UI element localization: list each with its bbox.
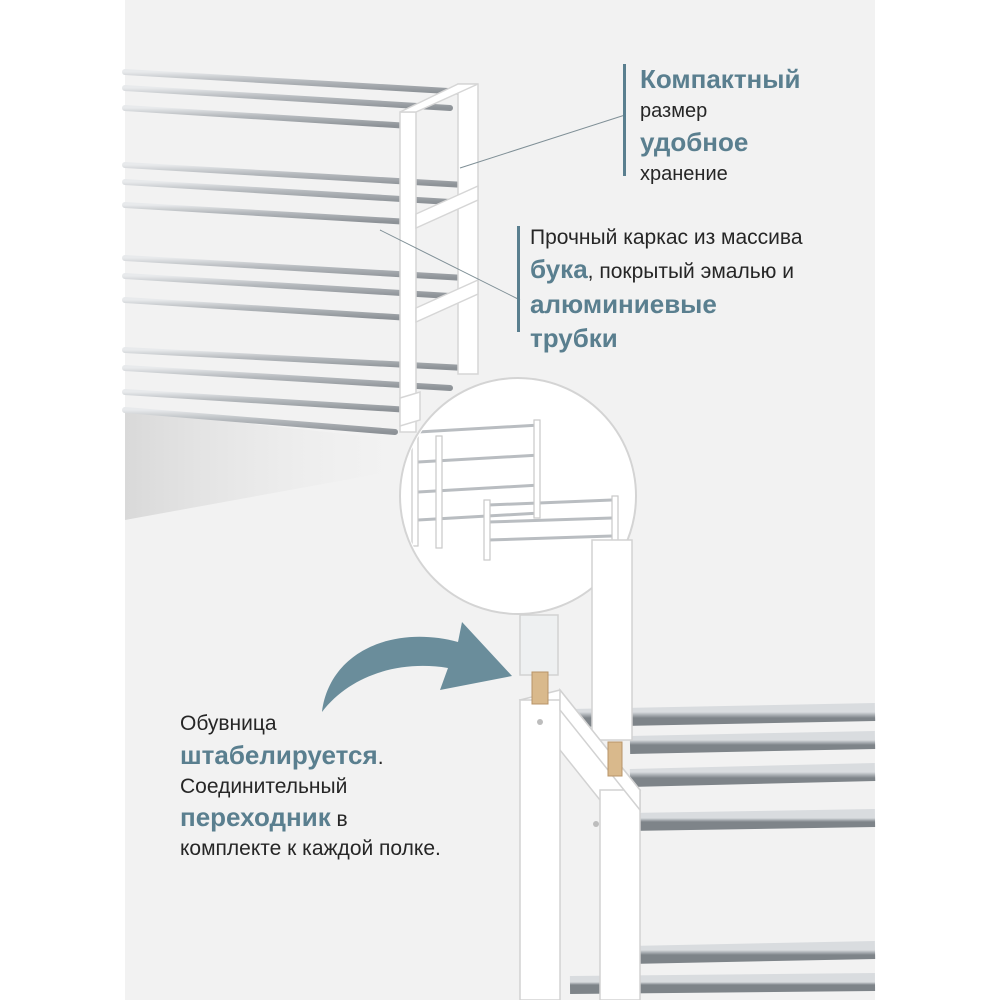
stacked-racks-inset bbox=[399, 377, 637, 615]
material-line-2-rest: , покрытый эмалью и bbox=[587, 259, 794, 283]
storage-subtext: хранение bbox=[640, 163, 728, 186]
material-accent-beech: бука bbox=[530, 253, 588, 284]
material-accent-aluminium: алюминиевые bbox=[530, 288, 717, 319]
feature-stackable: Обувница штабелируется. Соединительный п… bbox=[180, 710, 510, 863]
feature-material: Прочный каркас из массива бука, покрытый… bbox=[530, 224, 860, 356]
stackable-line-3: Соединительный bbox=[180, 774, 348, 798]
material-accent-tubes: трубки bbox=[530, 323, 618, 354]
stackable-accent: штабелируется bbox=[180, 739, 378, 770]
shoe-rack-photo bbox=[122, 69, 626, 520]
connector-photo bbox=[518, 539, 876, 1000]
stackable-line-4-rest: в bbox=[330, 808, 348, 832]
feature-compact: Компактный размер удобное хранение bbox=[640, 62, 800, 189]
storage-heading: удобное bbox=[640, 127, 749, 158]
curved-arrow-icon bbox=[322, 622, 512, 712]
accent-bar-1 bbox=[623, 64, 626, 176]
connector-accent: переходник bbox=[180, 802, 331, 833]
stackable-line-5: комплекте к каждой полке. bbox=[180, 837, 441, 860]
stackable-line-2: штабелируется. bbox=[180, 738, 510, 773]
material-line-2: бука, покрытый эмалью и bbox=[530, 252, 860, 287]
compact-heading: Компактный bbox=[640, 64, 801, 94]
compact-subtext: размер bbox=[640, 99, 708, 122]
stackable-line-2-rest: . bbox=[377, 745, 384, 769]
accent-bar-2 bbox=[517, 226, 520, 332]
material-line-1: Прочный каркас из массива bbox=[530, 226, 803, 249]
stackable-line-1: Обувница bbox=[180, 712, 277, 735]
stackable-line-4: переходник в bbox=[180, 800, 510, 835]
